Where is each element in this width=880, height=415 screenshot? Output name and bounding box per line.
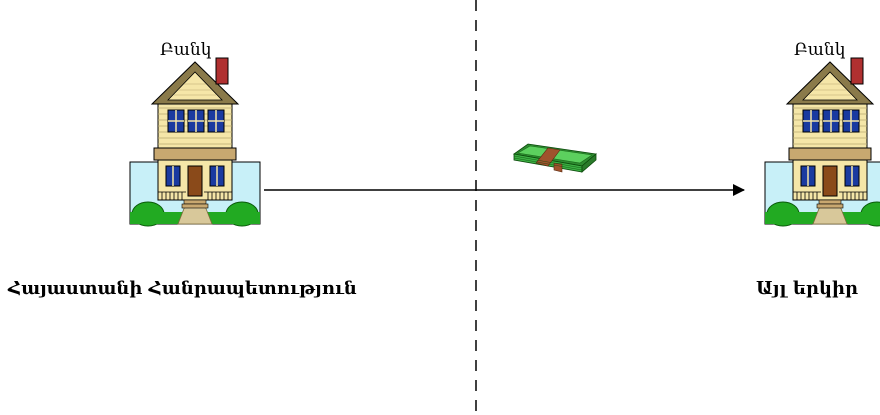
money-stack-icon bbox=[514, 144, 596, 172]
house-icon bbox=[130, 58, 260, 226]
right-bank-label: Բանկ bbox=[794, 40, 845, 60]
house-icon bbox=[765, 58, 880, 226]
left-bank-label: Բանկ bbox=[160, 40, 211, 60]
left-country-label: Հայաստանի Հանրապետություն bbox=[8, 278, 357, 299]
right-country-label: Այլ երկիր bbox=[756, 278, 858, 299]
